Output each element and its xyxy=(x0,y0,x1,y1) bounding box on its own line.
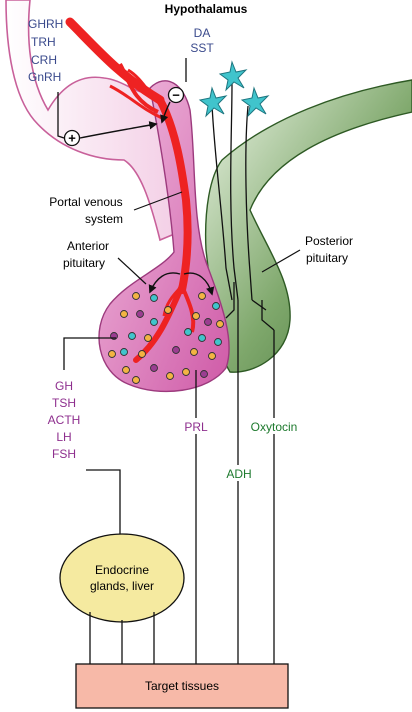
hormone-tsh: TSH xyxy=(52,396,76,410)
title: Hypothalamus xyxy=(165,2,248,16)
inhibitory-sign-text: − xyxy=(172,88,180,103)
inhibitory-hormones-list: DA SST xyxy=(190,26,214,55)
hormone-fsh: FSH xyxy=(52,447,76,461)
anterior-flow-arrow-left xyxy=(148,272,181,294)
posterior-pituitary-label-1: Posterior xyxy=(305,234,353,248)
portal-leader xyxy=(133,191,183,211)
hypothalamic-hormones-list: GHRH TRH CRH GnRH xyxy=(28,17,63,84)
endocrine-to-target-lines xyxy=(89,612,155,664)
portal-venous-label-1: Portal venous xyxy=(49,195,122,209)
hormone-acth: ACTH xyxy=(48,413,81,427)
posterior-pituitary xyxy=(204,79,412,373)
inhibitory-arrow xyxy=(160,101,171,124)
anterior-to-endocrine-line xyxy=(86,469,121,536)
anterior-hormones-list: GH TSH ACTH LH FSH xyxy=(48,379,81,461)
anterior-leader xyxy=(117,257,147,285)
posterior-pituitary-label-2: pituitary xyxy=(306,251,348,265)
endocrine-label-1: Endocrine xyxy=(95,563,149,577)
oxytocin-label: Oxytocin xyxy=(251,420,298,434)
posterior-leader xyxy=(261,249,301,273)
hormone-ghrh: GHRH xyxy=(28,17,63,31)
inhibitory-sign xyxy=(167,86,185,104)
stimulatory-sign xyxy=(63,129,81,147)
endocrine-label-2: glands, liver xyxy=(90,579,154,593)
hormone-crh: CRH xyxy=(31,53,57,67)
anterior-output-line xyxy=(63,337,116,370)
neuron-axons xyxy=(211,83,275,704)
stimulatory-line xyxy=(57,92,65,139)
endocrine-glands-node xyxy=(59,533,185,623)
adh-label: ADH xyxy=(226,467,251,481)
stimulatory-arrow xyxy=(79,121,158,139)
anterior-pituitary-label-1: Anterior xyxy=(67,239,109,253)
portal-venous-label-2: system xyxy=(85,212,123,226)
hormone-gnrh: GnRH xyxy=(28,70,61,84)
anterior-cells xyxy=(108,292,224,384)
hormone-trh: TRH xyxy=(31,35,56,49)
hormone-sst: SST xyxy=(190,41,214,55)
neuron-cells xyxy=(198,60,270,118)
prl-label: PRL xyxy=(184,420,208,434)
stimulatory-sign-text: + xyxy=(68,131,76,146)
anterior-flow-arrow-right xyxy=(183,272,215,296)
target-tissues-label: Target tissues xyxy=(145,679,219,693)
hormone-da: DA xyxy=(194,26,211,40)
target-tissues-node xyxy=(75,663,289,709)
hormone-gh: GH xyxy=(55,379,73,393)
hormone-lh: LH xyxy=(56,430,71,444)
anterior-pituitary-label-2: pituitary xyxy=(63,256,105,270)
